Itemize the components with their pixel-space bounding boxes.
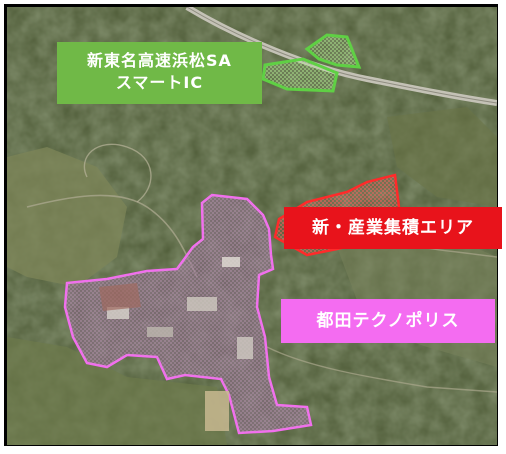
sa-ic-polygon-north (304, 33, 362, 69)
factory-3 (222, 257, 240, 267)
road-south (266, 346, 497, 393)
valley-west (7, 147, 127, 287)
sa-ic-label-line1: 新東名高速浜松SA (87, 51, 232, 70)
factory-5 (237, 337, 253, 359)
factory-2 (187, 297, 217, 311)
technopolis-label: 都田テクノポリス (281, 299, 495, 343)
factory-4 (147, 327, 173, 337)
sa-ic-polygon-south (261, 57, 339, 93)
industrial-area-label: 新・産業集積エリア (284, 207, 502, 249)
sa-ic-label: 新東名高速浜松SA スマートIC (57, 42, 262, 104)
sa-ic-area (261, 33, 362, 93)
farmland-south (7, 337, 227, 445)
open-field (205, 391, 229, 431)
technopolis-grid (65, 195, 311, 433)
reddish-site (99, 283, 141, 311)
sa-ic-label-line2: スマートIC (115, 73, 204, 92)
farmland-northeast (387, 107, 497, 207)
highway-lane (186, 7, 497, 104)
technopolis-area (63, 193, 313, 435)
road-loop (83, 143, 152, 203)
